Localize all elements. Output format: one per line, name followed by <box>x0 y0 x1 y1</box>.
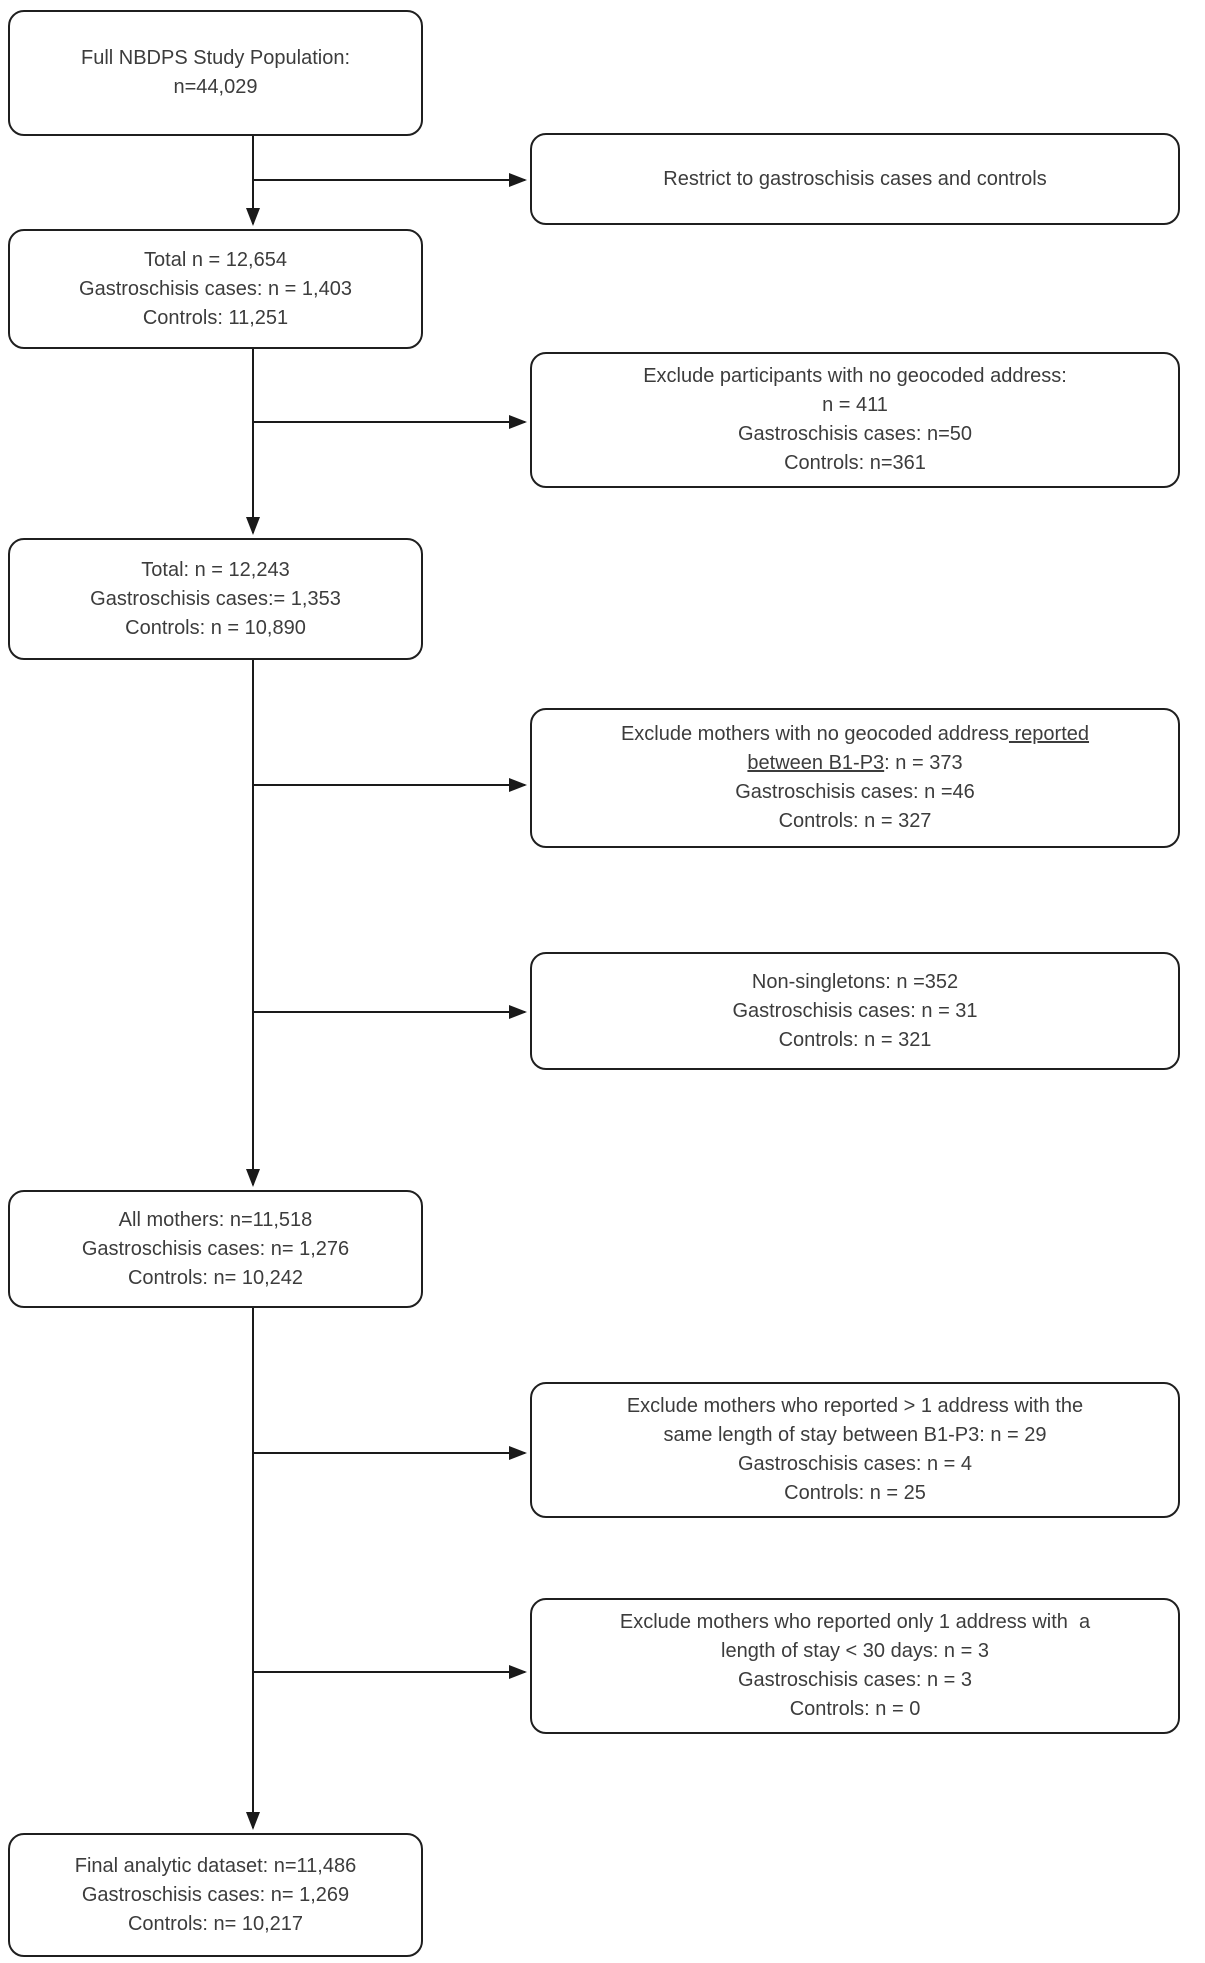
box-text-line: Full NBDPS Study Population: <box>80 47 351 69</box>
box-text-line: Total n = 12,654 <box>144 248 287 271</box>
box-text-line: Gastroschisis cases: n=50 <box>738 423 972 445</box>
box-full-population: Full NBDPS Study Population: n=44,029 <box>8 10 423 136</box>
box-text-segment: Exclude mothers with no geocoded address <box>620 723 1009 745</box>
box-all-mothers: All mothers: n=11,518 Gastroschisis case… <box>8 1190 423 1308</box>
box-text-line: Gastroschisis cases: n = 1,403 <box>79 277 352 300</box>
box-exclude-b1p3: Exclude mothers with no geocoded address… <box>530 708 1180 848</box>
box-text-line: Controls: n = 321 <box>778 1028 932 1051</box>
box-text-line: Controls: n = 25 <box>784 1482 926 1504</box>
box-text-line: Controls: n=361 <box>784 452 926 474</box>
box-final-dataset: Final analytic dataset: n=11,486 Gastros… <box>8 1833 423 1957</box>
box-total-restricted: Total n = 12,654 Gastroschisis cases: n … <box>8 229 423 349</box>
box-text-line: Exclude participants with no geocoded ad… <box>643 365 1067 387</box>
box-text-line: Restrict to gastroschisis cases and cont… <box>663 167 1047 190</box>
box-text-line: Controls: n = 327 <box>778 810 932 832</box>
box-text-line: Gastroschisis cases: n= 1,269 <box>81 1883 350 1906</box>
box-text-line: Gastroschisis cases: n = 3 <box>738 1669 972 1691</box>
box-text-line: Exclude mothers who reported > 1 address… <box>626 1395 1084 1417</box>
box-text-line: Controls: n = 10,890 <box>125 616 306 639</box>
box-exclude-short-stay: Exclude mothers who reported only 1 addr… <box>530 1598 1180 1734</box>
box-text-line: Controls: n = 0 <box>789 1698 921 1720</box>
box-text-line: Gastroschisis cases: n =46 <box>735 781 975 803</box>
box-text-line: Controls: n= 10,217 <box>127 1912 304 1935</box>
box-text-line: Gastroschisis cases: n = 4 <box>738 1453 972 1475</box>
box-text-line: Gastroschisis cases:= 1,353 <box>90 587 341 610</box>
box-non-singletons: Non-singletons: n =352 Gastroschisis cas… <box>530 952 1180 1070</box>
box-text-line: Non-singletons: n =352 <box>751 970 959 993</box>
box-text-line: length of stay < 30 days: n = 3 <box>721 1640 989 1662</box>
box-text-line: Exclude mothers who reported only 1 addr… <box>619 1611 1091 1633</box>
box-text-line: Gastroschisis cases: n= 1,276 <box>81 1237 350 1260</box>
box-text-segment-underlined: between B1-P3 <box>747 752 885 774</box>
box-restrict-note: Restrict to gastroschisis cases and cont… <box>530 133 1180 225</box>
box-text-line: Exclude mothers with no geocoded address… <box>621 720 1089 749</box>
box-text-line: between B1-P3: n = 373 <box>747 749 962 778</box>
box-text-segment: : n = 373 <box>884 752 963 774</box>
box-text-line: Gastroschisis cases: n = 31 <box>732 999 978 1022</box>
box-text-line: n = 411 <box>822 394 888 416</box>
box-text-line: same length of stay between B1-P3: n = 2… <box>663 1424 1047 1446</box>
box-text-segment-underlined: reported <box>1008 723 1090 745</box>
box-total-geocoded: Total: n = 12,243 Gastroschisis cases:= … <box>8 538 423 660</box>
box-text-line: All mothers: n=11,518 <box>118 1208 313 1231</box>
box-text-line: Controls: 11,251 <box>142 306 289 329</box>
box-text-line: n=44,029 <box>173 76 258 98</box>
box-text-line: Controls: n= 10,242 <box>127 1266 304 1289</box>
box-exclude-no-geocode: Exclude participants with no geocoded ad… <box>530 352 1180 488</box>
box-text-line: Total: n = 12,243 <box>141 558 290 581</box>
box-text-line: Final analytic dataset: n=11,486 <box>74 1854 357 1877</box>
box-exclude-multi-address: Exclude mothers who reported > 1 address… <box>530 1382 1180 1518</box>
